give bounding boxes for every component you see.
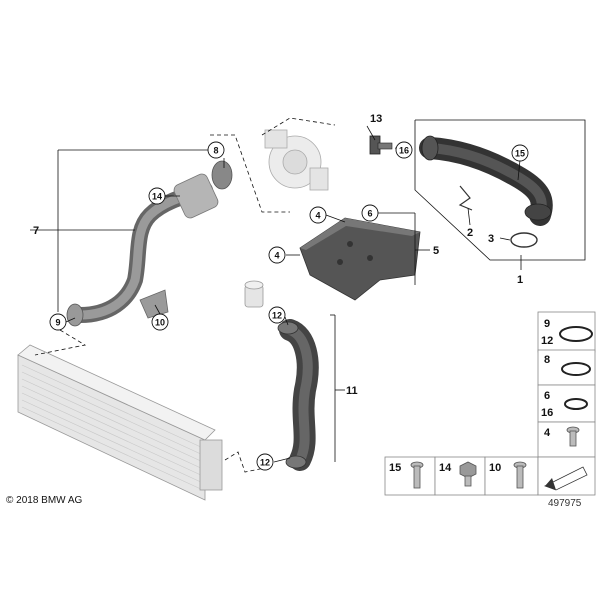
svg-text:6: 6 [367,209,372,219]
callout-6: 6 [361,204,379,222]
svg-text:14: 14 [152,192,162,202]
recirculation-valve [244,280,264,308]
intercooler [17,344,223,501]
callout-4a: 4 [309,206,327,224]
panel-label-15: 15 [389,462,401,474]
svg-text:12: 12 [272,311,282,321]
bolt-15 [410,461,424,489]
svg-text:4: 4 [315,211,320,221]
nut-14 [459,461,477,487]
clip-2 [458,185,473,211]
panel-label-12: 12 [541,335,553,347]
callout-15: 15 [511,144,529,162]
panel-label-9: 9 [544,318,550,330]
panel-label-14: 14 [439,462,452,474]
copyright-text: © 2018 BMW AG [6,495,83,506]
callout-8: 8 [207,141,225,159]
svg-text:8: 8 [213,146,218,156]
callout-10: 10 [151,313,169,331]
callout-14: 14 [148,187,166,205]
svg-text:15: 15 [515,149,525,159]
label-2: 2 [467,227,473,239]
charge-air-pipe-7 [66,160,233,327]
svg-text:9: 9 [55,318,60,328]
panel-label-6: 6 [544,390,550,402]
svg-text:16: 16 [399,146,409,156]
callout-16: 16 [395,141,413,159]
callout-12a: 12 [268,306,286,324]
svg-text:10: 10 [155,318,165,328]
svg-text:4: 4 [274,251,279,261]
charge-pipe-1 [419,135,553,226]
seal-8 [561,362,591,376]
callout-4b: 4 [268,246,286,264]
label-7: 7 [33,225,39,237]
sensor-13 [369,135,393,155]
label-11: 11 [346,385,358,397]
callout-9: 9 [49,313,67,331]
clamp-3 [510,232,538,248]
panel-label-16: 16 [541,407,553,419]
bolt-10 [513,461,527,489]
seal-6-16 [564,398,588,410]
seal-9-12 [559,326,593,342]
callout-12b: 12 [256,453,274,471]
panel-label-4: 4 [544,427,551,439]
label-1: 1 [517,274,523,286]
diagram-number: 497975 [548,498,582,509]
bracket-5 [299,217,421,301]
label-13: 13 [370,113,382,125]
panel-label-10: 10 [489,462,501,474]
svg-text:12: 12 [260,458,270,468]
direction-arrow-icon [543,466,588,491]
label-3: 3 [488,233,494,245]
turbocharger [264,129,329,191]
label-5: 5 [433,245,439,257]
panel-label-8: 8 [544,354,550,366]
bolt-4 [566,426,580,447]
hose-11 [277,319,319,471]
